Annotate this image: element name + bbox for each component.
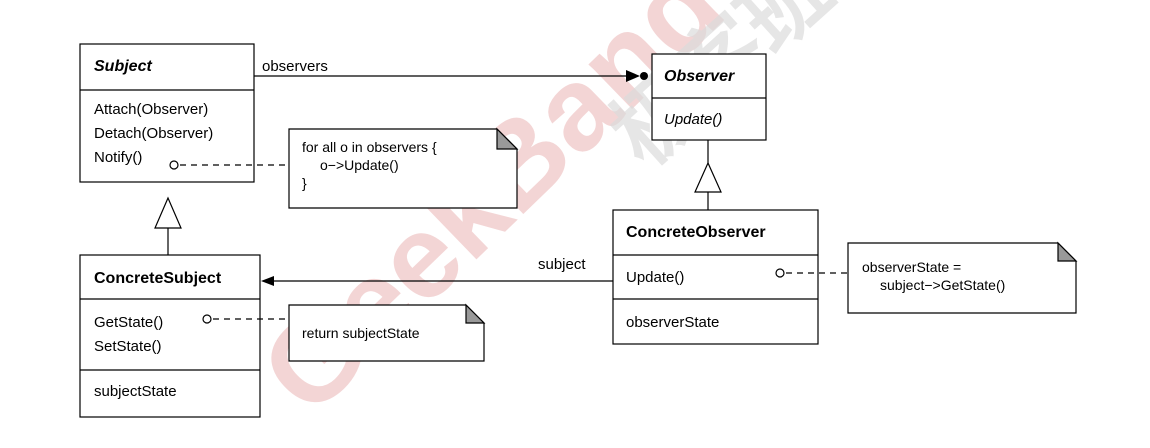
getstate-note-corner (465, 303, 486, 324)
concrete-observer-attr-observerstate: observerState (626, 314, 719, 331)
concrete-observer-class: ConcreteObserver Update() observerState (612, 209, 819, 345)
notify-note-line-3: } (302, 175, 307, 191)
subject-op-detach: Detach(Observer) (94, 125, 213, 142)
getstate-note-line-1: return subjectState (302, 325, 420, 341)
observers-role-label: observers (262, 58, 328, 75)
update-note-line-2: subject−>GetState() (880, 277, 1005, 293)
subject-association: subject (261, 256, 613, 286)
notify-note: for all o in observers { o−>Update() } (169, 127, 519, 209)
update-note: observerState = subject−>GetState() (775, 241, 1078, 314)
concrete-subject-attr-subjectstate: subjectState (94, 383, 177, 400)
observer-inheritance (694, 140, 722, 210)
subject-inheritance-triangle (154, 196, 182, 229)
observer-inheritance-triangle (694, 161, 722, 193)
notify-note-line-2: o−>Update() (320, 157, 399, 173)
observer-class: Observer Update() (651, 53, 767, 141)
notify-note-corner (496, 127, 519, 150)
concrete-subject-class: ConcreteSubject GetState() SetState() su… (79, 254, 261, 418)
observer-op-update: Update() (664, 111, 722, 128)
concrete-subject-op-getstate: GetState() (94, 314, 163, 331)
subject-class: Subject Attach(Observer) Detach(Observer… (79, 43, 255, 183)
subject-op-notify: Notify() (94, 149, 142, 166)
update-note-line-1: observerState = (862, 259, 961, 275)
observers-association: observers (254, 58, 648, 82)
subject-arrowhead (261, 276, 274, 286)
update-note-corner (1057, 241, 1078, 262)
observers-arrowhead (626, 70, 640, 82)
concrete-subject-class-name: ConcreteSubject (94, 270, 222, 287)
getstate-note: return subjectState (202, 303, 486, 362)
concrete-observer-class-name: ConcreteObserver (626, 224, 766, 241)
concrete-subject-op-setstate: SetState() (94, 338, 162, 355)
concrete-observer-op-update: Update() (626, 269, 684, 286)
subject-op-attach: Attach(Observer) (94, 101, 208, 118)
observers-multiplicity-dot (640, 72, 648, 80)
notify-note-line-1: for all o in observers { (302, 139, 437, 155)
subject-class-name: Subject (94, 58, 152, 75)
subject-inheritance (154, 196, 182, 255)
subject-role-label: subject (538, 256, 586, 273)
observer-class-name: Observer (664, 68, 735, 85)
